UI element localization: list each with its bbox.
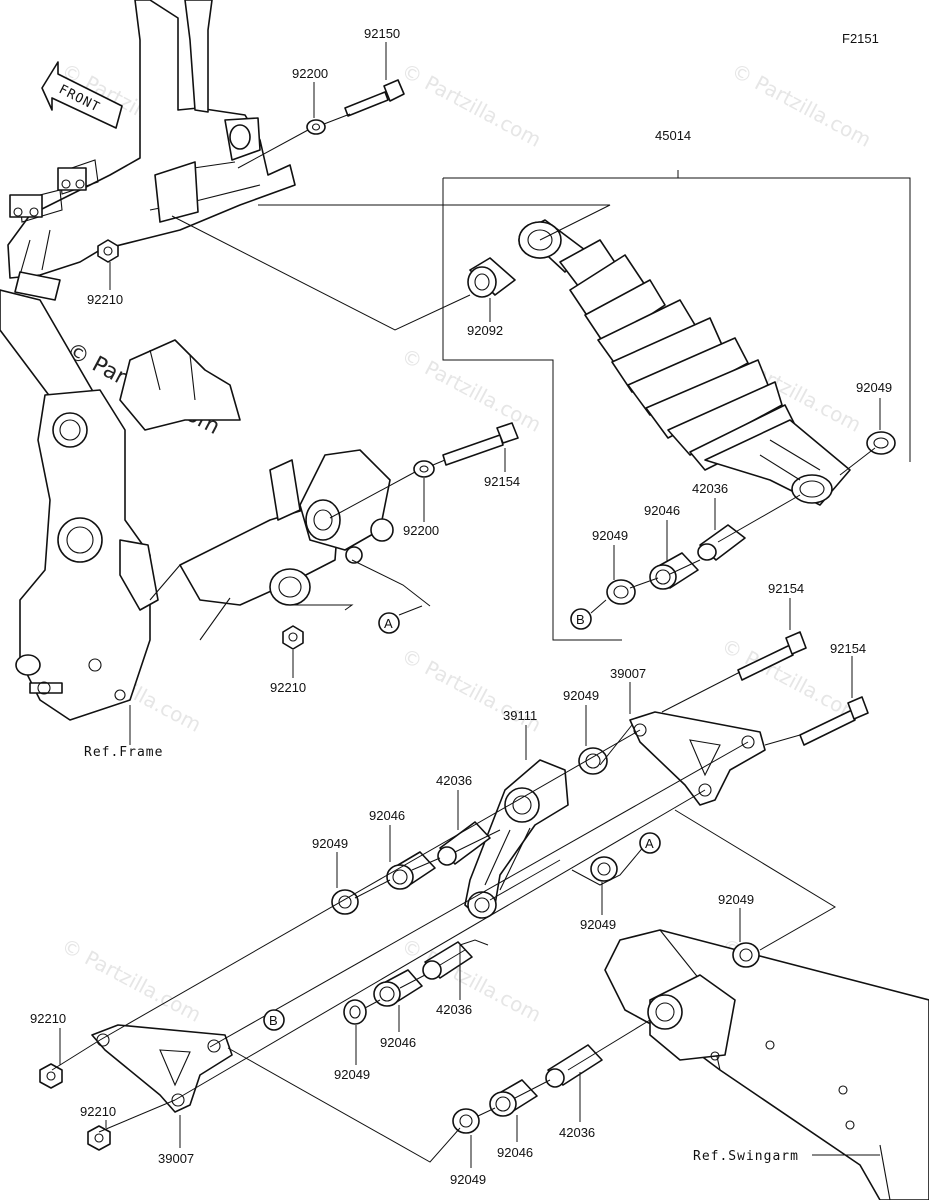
shock-absorber-45014 (518, 219, 851, 506)
washer-92200-top (306, 119, 326, 135)
callout-92049[interactable]: 92049 (718, 892, 754, 907)
callout-92154[interactable]: 92154 (768, 581, 804, 596)
seal-92049-rod-r (578, 747, 608, 775)
callout-92046[interactable]: 92046 (380, 1035, 416, 1050)
seal-hole (459, 1114, 473, 1128)
nut-92210-mid (282, 625, 304, 650)
callout-92049[interactable]: 92049 (563, 688, 599, 703)
ref-marker-a-mid: A (378, 605, 423, 634)
callout-92200[interactable]: 92200 (292, 66, 328, 81)
callout-92210[interactable]: 92210 (270, 680, 306, 695)
bolt-92154-right2 (799, 696, 869, 746)
seal-92049-bottom (452, 1108, 480, 1134)
nut-92210-left1 (39, 1063, 63, 1089)
svg-text:A: A (645, 836, 654, 851)
bolt-92150 (344, 79, 405, 117)
leader-lines (51, 113, 911, 1163)
collar-42036-swing (545, 1044, 603, 1088)
callout-92200[interactable]: 92200 (403, 523, 439, 538)
bolt-92154-right1 (737, 631, 807, 681)
nut-92210-top (97, 239, 119, 263)
callout-92154[interactable]: 92154 (484, 474, 520, 489)
callout-92049[interactable]: 92049 (856, 380, 892, 395)
watermark: © Partzilla.com (398, 58, 546, 152)
seal-92049-rod-low2 (343, 999, 367, 1025)
ref-frame-label: Ref.Frame (84, 745, 163, 760)
seal-hole (613, 585, 629, 599)
needle-bearing-92046-rod-top (386, 851, 436, 890)
callout-92049[interactable]: 92049 (334, 1067, 370, 1082)
needle-bearing-92046-rod-low (373, 969, 423, 1007)
bushing-92092 (467, 257, 516, 298)
needle-bearing-92046-swing (489, 1079, 538, 1117)
watermark: © Partzilla.com (58, 933, 206, 1027)
frame-cross-member (149, 449, 394, 641)
callout-42036[interactable]: 42036 (436, 1002, 472, 1017)
seal-hole (597, 862, 611, 876)
callout-92046[interactable]: 92046 (369, 808, 405, 823)
washer-hole (419, 465, 429, 473)
ref-marker-b-linkage: B (263, 1009, 285, 1031)
callout-92154[interactable]: 92154 (830, 641, 866, 656)
callout-42036[interactable]: 42036 (436, 773, 472, 788)
swingarm (604, 929, 929, 1200)
needle-bearing-92046-shock (649, 552, 699, 590)
tie-rod-39007-right (629, 711, 766, 806)
watermark: © Partzilla.com (398, 343, 546, 437)
figure-id: F2151 (842, 31, 879, 46)
nut-92210-left2 (87, 1125, 111, 1151)
rocker-arm-39111 (464, 759, 569, 919)
part-callouts: 92150 92200 92210 45014 92092 92049 9215… (30, 26, 892, 1187)
callout-39007[interactable]: 39007 (610, 666, 646, 681)
bolt-92154-mid (442, 422, 519, 466)
callout-92210[interactable]: 92210 (30, 1011, 66, 1026)
callout-39007[interactable]: 39007 (158, 1151, 194, 1166)
callout-92049[interactable]: 92049 (592, 528, 628, 543)
callout-92046[interactable]: 92046 (644, 503, 680, 518)
seal-92049-swing (732, 942, 760, 968)
callout-92210[interactable]: 92210 (80, 1104, 116, 1119)
callout-92049[interactable]: 92049 (580, 917, 616, 932)
svg-text:A: A (384, 616, 393, 631)
svg-text:B: B (576, 612, 585, 627)
washer-hole (311, 123, 321, 131)
svg-text:B: B (269, 1013, 278, 1028)
callout-92046[interactable]: 92046 (497, 1145, 533, 1160)
collar-42036-shock (697, 524, 746, 561)
seal-hole (739, 948, 753, 962)
washer-92200-mid (413, 460, 435, 478)
callout-45014[interactable]: 45014 (655, 128, 691, 143)
ref-marker-b-shock: B (570, 599, 607, 630)
callout-39111[interactable]: 39111 (503, 708, 537, 723)
callout-92049[interactable]: 92049 (312, 836, 348, 851)
frame (0, 0, 296, 721)
seal-92049-shock-low (606, 579, 636, 605)
callout-92150[interactable]: 92150 (364, 26, 400, 41)
tie-rod-39007-left (91, 1024, 233, 1113)
callout-92092[interactable]: 92092 (467, 323, 503, 338)
watermark: © Partzilla.com (728, 58, 876, 152)
callout-92210[interactable]: 92210 (87, 292, 123, 307)
callout-42036[interactable]: 42036 (559, 1125, 595, 1140)
seal-hole (873, 437, 889, 449)
label-leaders (59, 42, 881, 1168)
seal-hole (349, 1005, 361, 1019)
ref-swingarm-label: Ref.Swingarm (693, 1149, 799, 1164)
callout-92049[interactable]: 92049 (450, 1172, 486, 1187)
seal-hole (338, 895, 352, 909)
seal-92049-rod-low (590, 856, 618, 882)
collar-42036-rod-top (437, 821, 491, 866)
callout-42036[interactable]: 42036 (692, 481, 728, 496)
ref-marker-a-linkage: A (639, 832, 661, 854)
